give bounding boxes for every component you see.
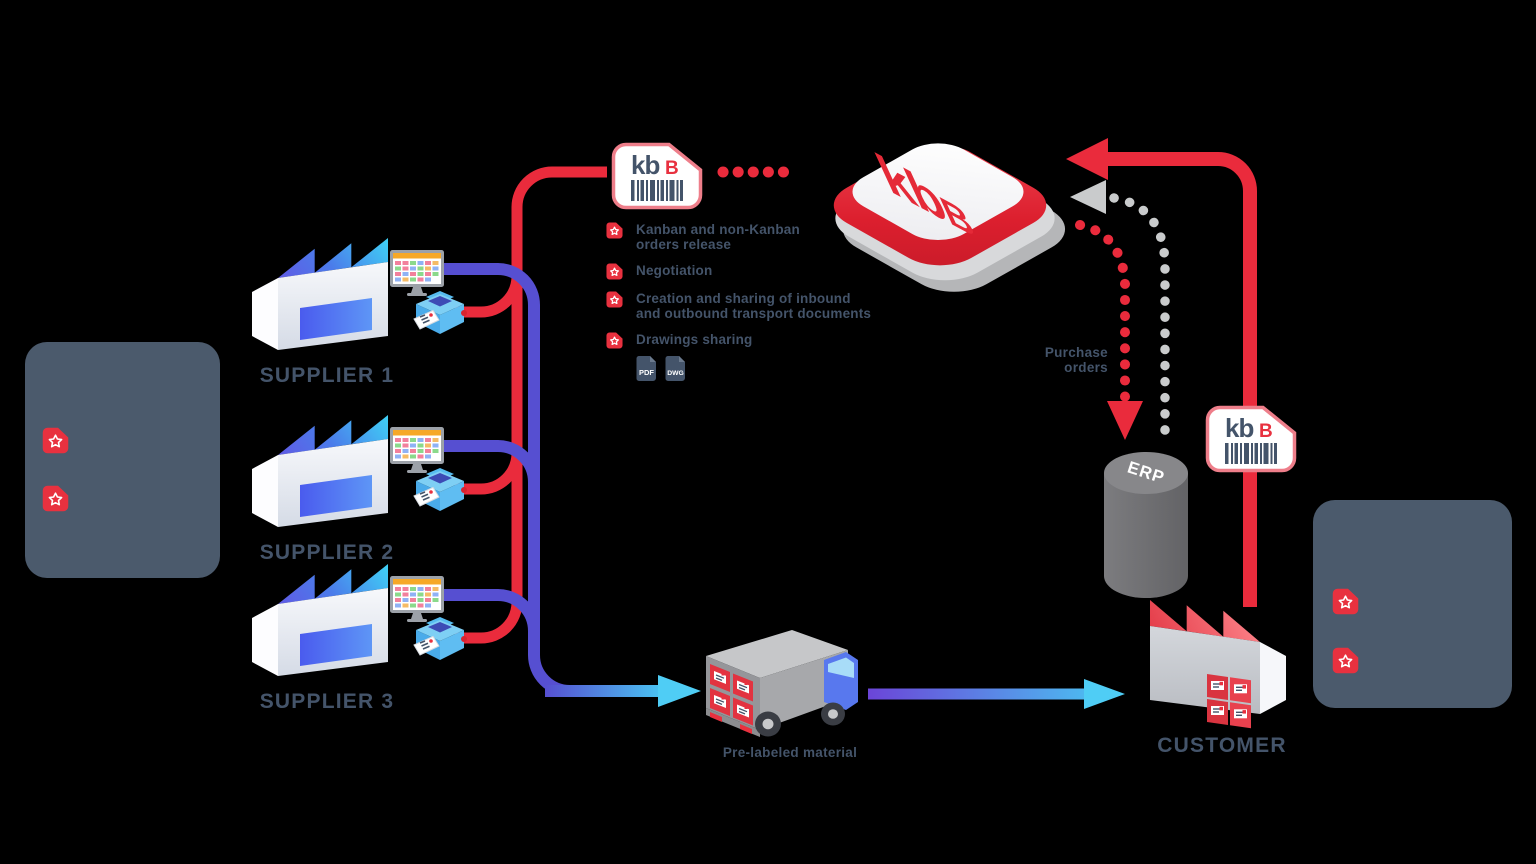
feature-item-orders-release: Kanban and non-Kanban orders release bbox=[606, 222, 916, 252]
kbb-logo-kb: kb bbox=[631, 150, 659, 180]
erp-database-icon: ERP bbox=[1104, 452, 1188, 598]
kanban-monitor-icon bbox=[390, 250, 444, 296]
kanban-monitor-icon bbox=[390, 576, 444, 622]
star-badge-icon bbox=[1332, 588, 1359, 615]
label-printer-icon bbox=[413, 468, 467, 511]
factory-icon bbox=[252, 238, 388, 350]
red-dotted-kbb-to-erp bbox=[1075, 220, 1143, 440]
truck-caption: Pre-labeled material bbox=[722, 745, 858, 760]
supplier-3-group: SUPPLIER 3 bbox=[252, 564, 482, 714]
feature-item-transport-documents: Creation and sharing of inbound and outb… bbox=[606, 291, 916, 321]
svg-text:DWG: DWG bbox=[667, 370, 684, 377]
kanban-monitor-icon bbox=[390, 427, 444, 473]
kbb-logo-kb: kb bbox=[1225, 413, 1253, 443]
kbb-logo-b: B bbox=[1259, 421, 1273, 442]
pdf-file-icon: PDF bbox=[636, 356, 656, 381]
right-info-panel bbox=[1313, 500, 1512, 708]
barcode-icon bbox=[631, 180, 683, 201]
star-badge-icon bbox=[42, 485, 69, 512]
supplier-label: SUPPLIER 2 bbox=[259, 541, 395, 564]
star-bullet-icon bbox=[606, 222, 623, 239]
purchase-orders-label: Purchase orders bbox=[1044, 345, 1108, 375]
star-bullet-icon bbox=[606, 291, 623, 308]
left-info-panel bbox=[25, 342, 220, 578]
erp-label: ERP bbox=[1125, 457, 1168, 488]
labeled-boxes bbox=[1207, 674, 1251, 729]
supplier-1-group: SUPPLIER 1 bbox=[252, 238, 482, 388]
star-bullet-icon bbox=[606, 332, 623, 349]
feature-item-negotiation: Negotiation bbox=[606, 263, 916, 280]
red-flow-suppliers-to-kbb-label bbox=[455, 166, 607, 644]
arrowhead-to-truck bbox=[658, 675, 701, 707]
supplier-2-group: SUPPLIER 2 bbox=[252, 415, 482, 565]
customer-factory-icon bbox=[1150, 600, 1286, 729]
arrowhead-to-customer bbox=[1084, 679, 1125, 709]
svg-text:PDF: PDF bbox=[639, 368, 654, 377]
star-bullet-icon bbox=[606, 263, 623, 280]
kbb-label-card-right: kb B bbox=[1205, 405, 1297, 473]
supplier-label: SUPPLIER 3 bbox=[259, 690, 395, 713]
label-printer-icon bbox=[413, 617, 467, 660]
label-printer-icon bbox=[413, 291, 467, 334]
barcode-icon bbox=[1225, 443, 1277, 464]
platform-features-list: Kanban and non-Kanban orders release Neg… bbox=[606, 222, 916, 382]
customer-label: CUSTOMER bbox=[1157, 734, 1287, 757]
feature-item-drawings-sharing: Drawings sharing bbox=[606, 332, 916, 349]
red-flow-customer-to-kbb bbox=[1066, 138, 1257, 607]
factory-icon bbox=[252, 564, 388, 676]
star-badge-icon bbox=[42, 427, 69, 454]
pre-labeled-boxes bbox=[710, 664, 753, 726]
kbb-logo-b: B bbox=[665, 158, 679, 179]
star-badge-icon bbox=[1332, 647, 1359, 674]
kbb-label-card: kb B bbox=[611, 142, 703, 210]
gray-dotted-erp-to-kbb bbox=[1070, 180, 1170, 443]
truck-icon bbox=[706, 630, 858, 737]
dwg-file-icon: DWG bbox=[665, 356, 685, 381]
supplier-label: SUPPLIER 1 bbox=[259, 364, 395, 387]
factory-icon bbox=[252, 415, 388, 527]
